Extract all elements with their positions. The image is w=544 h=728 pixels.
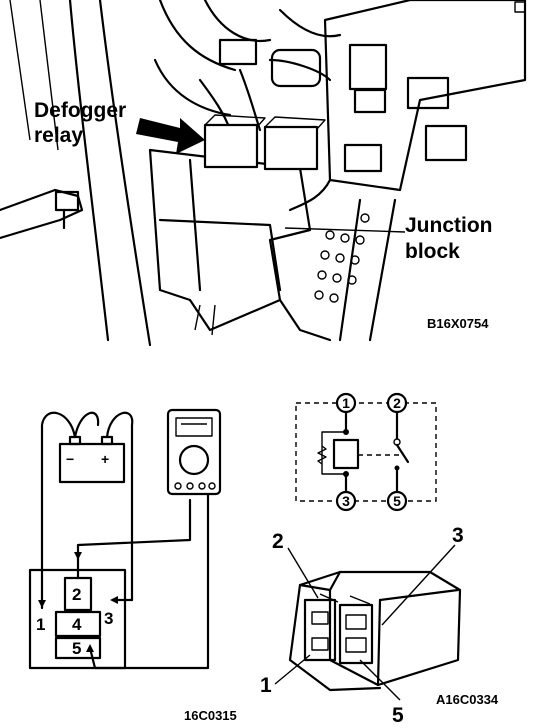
schematic-pin-2: 2 xyxy=(393,395,401,411)
callout-2: 2 xyxy=(272,530,284,553)
relay-pin-3: 3 xyxy=(104,609,113,628)
relay-drawing-code: A16C0334 xyxy=(436,692,499,707)
schematic-pin-3: 3 xyxy=(342,493,350,509)
callout-5: 5 xyxy=(392,704,404,727)
junction-block-label: Junction block xyxy=(405,214,498,263)
relay-pin-2: 2 xyxy=(72,585,81,604)
schematic-pin-1: 1 xyxy=(342,395,350,411)
relay-schematic: 1 2 3 5 xyxy=(295,392,437,512)
battery-plus-sign: + xyxy=(101,451,109,467)
callout-1: 1 xyxy=(260,674,272,697)
callout-3: 3 xyxy=(452,524,464,547)
junction-leader-line xyxy=(284,227,406,233)
top-figure-code: B16X0754 xyxy=(427,316,489,331)
relay-pin-5: 5 xyxy=(72,639,81,658)
relay-connector-drawing xyxy=(274,544,462,701)
test-circuit: − + 2 1 4 3 5 xyxy=(28,408,222,670)
defogger-relay-label: Defogger relay xyxy=(34,99,132,147)
vehicle-dash-illustration xyxy=(0,0,527,347)
ohmmeter-icon xyxy=(166,408,222,496)
battery-minus-sign: − xyxy=(66,451,74,467)
relay-pin-1: 1 xyxy=(36,615,45,634)
test-circuit-code: 16C0315 xyxy=(184,708,237,723)
schematic-pin-5: 5 xyxy=(393,493,401,509)
relay-pin-4: 4 xyxy=(72,615,82,634)
vent-dots xyxy=(314,213,370,303)
